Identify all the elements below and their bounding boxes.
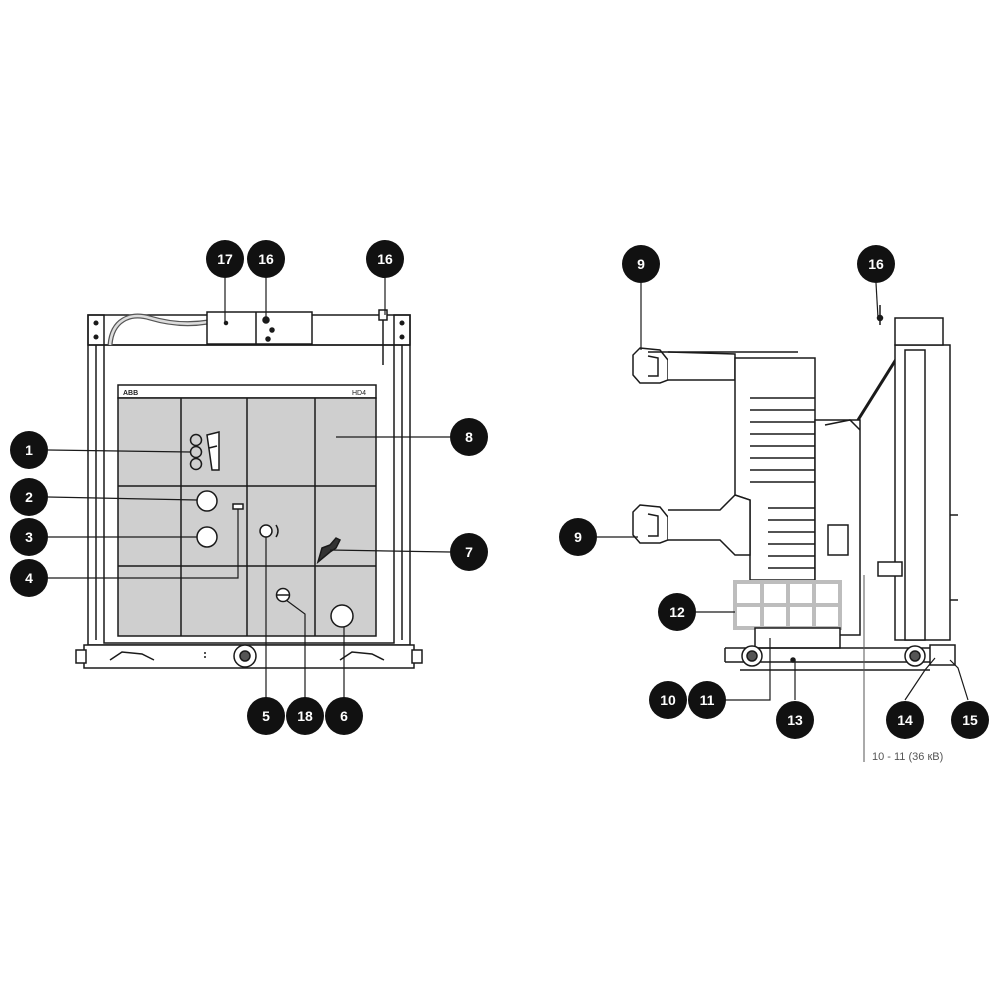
operation-counter — [232, 503, 244, 510]
side-view — [632, 305, 958, 671]
callout-18: 18 — [286, 697, 324, 735]
callout-13: 13 — [776, 701, 814, 739]
callout-3: 3 — [10, 518, 48, 556]
callout-9-upper: 9 — [622, 245, 660, 283]
signal-indicator-1 — [189, 433, 203, 447]
callout-16-side: 16 — [857, 245, 895, 283]
svg-text:16: 16 — [258, 251, 274, 267]
svg-text:15: 15 — [962, 712, 978, 728]
callout-15: 15 — [951, 701, 989, 739]
front-view — [75, 309, 423, 669]
callout-8: 8 — [450, 418, 488, 456]
svg-text:3: 3 — [25, 529, 33, 545]
svg-text:8: 8 — [465, 429, 473, 445]
callout-5: 5 — [247, 697, 285, 735]
callout-16-front-left: 16 — [247, 240, 285, 278]
svg-text:7: 7 — [465, 544, 473, 560]
callout-6: 6 — [325, 697, 363, 735]
model-label: HD4 — [352, 390, 366, 397]
svg-text:6: 6 — [340, 708, 348, 724]
callout-1: 1 — [10, 431, 48, 469]
insulator-fins — [750, 397, 815, 569]
lower-terminal — [632, 504, 669, 544]
callout-7: 7 — [450, 533, 488, 571]
svg-text:17: 17 — [217, 251, 233, 267]
svg-text:9: 9 — [637, 256, 645, 272]
callout-16-front-right: 16 — [366, 240, 404, 278]
svg-text:16: 16 — [377, 251, 393, 267]
side-carriage — [754, 627, 841, 649]
corner-bracket-right — [393, 314, 411, 346]
svg-text:11: 11 — [700, 692, 715, 708]
svg-text:16: 16 — [868, 256, 884, 272]
callout-17: 17 — [206, 240, 244, 278]
svg-text:12: 12 — [669, 604, 685, 620]
callout-9-lower: 9 — [559, 518, 597, 556]
open-button[interactable] — [196, 526, 218, 548]
connector-box — [206, 311, 313, 345]
manual-charge-socket[interactable] — [330, 604, 354, 628]
key-lock-icon — [316, 537, 342, 565]
svg-text:4: 4 — [25, 570, 33, 586]
corner-bracket-left — [87, 314, 105, 346]
callout-2: 2 — [10, 478, 48, 516]
svg-text:9: 9 — [574, 529, 582, 545]
top-bracket — [894, 317, 944, 346]
voltage-note: 10 - 11 (36 кВ) — [872, 751, 943, 763]
svg-text:14: 14 — [897, 712, 913, 728]
brand-label: ABB — [123, 390, 138, 397]
svg-text:5: 5 — [262, 708, 270, 724]
callout-14: 14 — [886, 701, 924, 739]
callout-11: 11 — [688, 681, 726, 719]
svg-text:2: 2 — [25, 489, 33, 505]
leader-lines — [47, 278, 969, 701]
callout-12: 12 — [658, 593, 696, 631]
signal-indicator-3 — [189, 457, 203, 471]
svg-text:1: 1 — [25, 442, 33, 458]
callout-4: 4 — [10, 559, 48, 597]
signal-indicator-2 — [189, 445, 203, 459]
svg-text:10: 10 — [660, 692, 676, 708]
svg-text:18: 18 — [297, 708, 313, 724]
svg-text:13: 13 — [787, 712, 803, 728]
rear-lock — [929, 644, 956, 666]
close-button[interactable] — [196, 490, 218, 512]
callout-10: 10 — [649, 681, 687, 719]
panel-header — [117, 384, 377, 399]
upper-terminal — [632, 347, 669, 384]
spring-charge-indicator — [206, 431, 220, 471]
charging-lever-socket[interactable] — [259, 524, 273, 538]
